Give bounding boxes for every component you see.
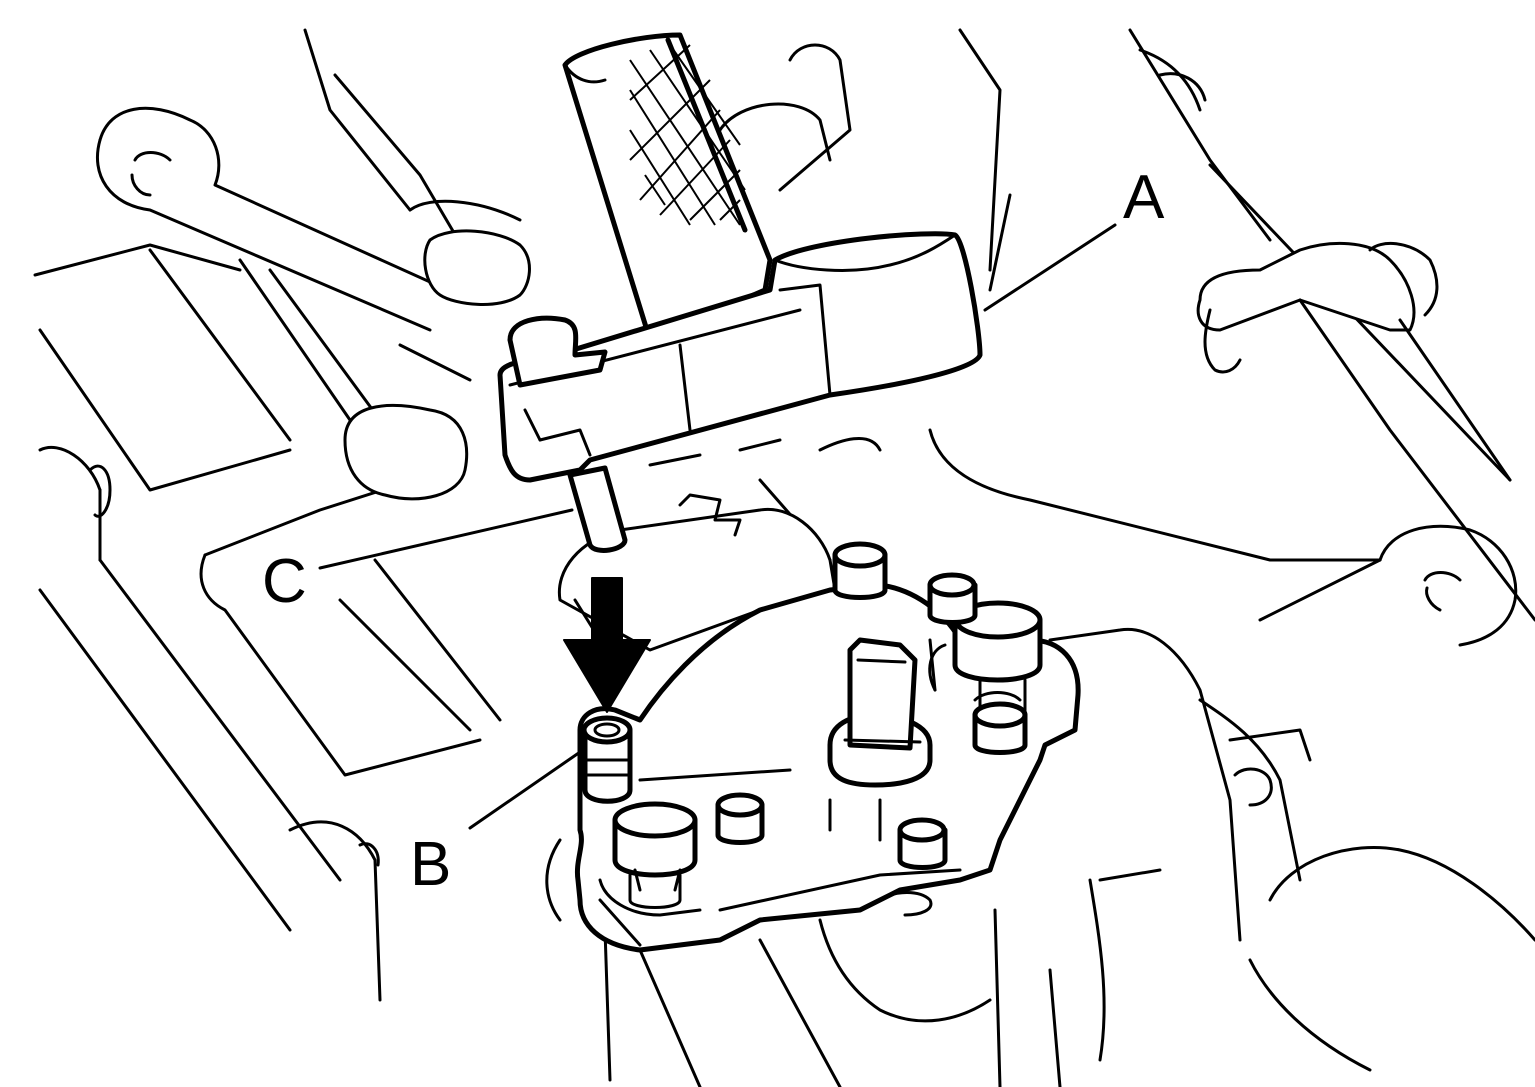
callout-a: A: [983, 163, 1165, 312]
callout-b: B: [410, 748, 585, 899]
label-a: A: [1123, 163, 1165, 232]
label-c: C: [262, 547, 307, 616]
detent-plate-assembly: [557, 493, 1081, 953]
label-b: B: [410, 830, 451, 899]
plate-studs: [715, 541, 1028, 870]
callout-c: C: [262, 508, 574, 616]
down-arrow: [563, 577, 651, 713]
bolt-left: [612, 801, 698, 909]
transmission-housing: [33, 28, 1535, 1087]
special-tool-a: [497, 32, 983, 553]
